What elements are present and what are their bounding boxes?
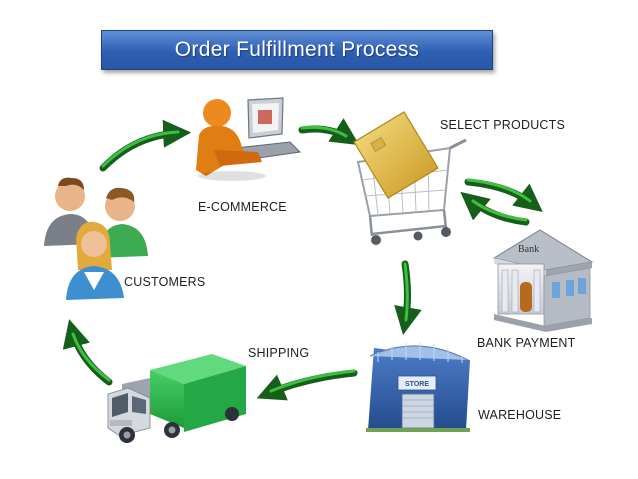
bank-icon: Bank	[492, 229, 594, 332]
diagram-title: Order Fulfillment Process	[174, 38, 420, 61]
flow-arrow-warehouse-to-shipping	[256, 369, 358, 401]
shipping-label: SHIPPING	[248, 346, 310, 360]
store-icon: STORE	[366, 342, 470, 432]
title-banner: Order Fulfillment Process	[101, 30, 493, 70]
truck-icon	[107, 354, 246, 443]
flow-arrow-shipping-to-customers	[62, 319, 113, 386]
flow-arrow-customers-to-ecommerce	[99, 119, 192, 172]
warehouse-label: WAREHOUSE	[478, 408, 562, 422]
bank-sign: Bank	[518, 244, 539, 255]
customers-label: CUSTOMERS	[124, 275, 206, 289]
flow-arrow-ecommerce-to-products	[298, 118, 360, 146]
shopping-cart-icon	[353, 111, 467, 245]
ecommerce-label: E-COMMERCE	[198, 200, 287, 214]
select-products-label: SELECT PRODUCTS	[440, 118, 566, 132]
flow-arrow-products-to-warehouse	[394, 260, 422, 336]
flow-arrow-bank-to-products	[460, 191, 530, 226]
bank-payment-label: BANK PAYMENT	[477, 336, 576, 350]
laptop-user-icon	[196, 97, 302, 181]
flow-arrow-products-to-bank	[464, 178, 543, 212]
people-icon	[44, 177, 148, 300]
store-sign: STORE	[405, 381, 429, 388]
